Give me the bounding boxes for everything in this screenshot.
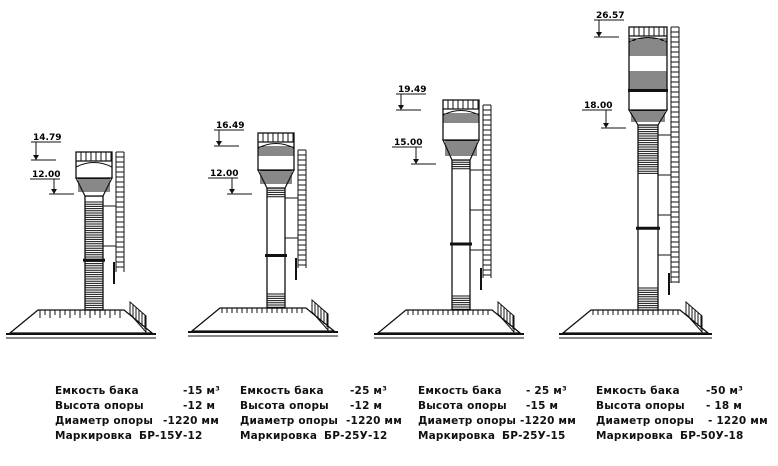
spec-block-1: Емкость бака -15 м³ Высота опоры -12 м Диа… [55, 384, 220, 444]
water-tower-3: 19.49 15.00 [374, 85, 524, 339]
shaft-outline [451, 159, 471, 311]
marking-value: БР-15У-12 [139, 430, 203, 442]
shaft-ring [450, 242, 472, 246]
fence [129, 300, 147, 334]
elevation-arrow-icon [216, 141, 222, 146]
elevation-value: 14.79 [33, 133, 61, 143]
tank [442, 99, 480, 141]
mound-outline [190, 307, 336, 332]
shaft-ring [265, 254, 287, 257]
support-shaft [450, 159, 472, 311]
support-shaft [636, 124, 660, 311]
diameter-label: Диаметр опоры [55, 415, 154, 427]
support-shaft [265, 187, 287, 309]
ladder [103, 151, 125, 284]
diameter-value: -1220 мм [520, 415, 577, 427]
height-value: -12 м [350, 400, 383, 412]
diameter-value: -1220 мм [346, 415, 403, 427]
elevation-arrow-icon [603, 123, 609, 128]
capacity-label: Емкость бака [240, 385, 324, 397]
diameter-label: Диаметр опоры [596, 415, 695, 427]
capacity-value: - 25 м³ [526, 385, 567, 397]
foundation-mound [6, 300, 156, 339]
elevation-arrow-icon [398, 105, 404, 110]
elevation-arrow-icon [229, 189, 235, 194]
tank [628, 26, 668, 111]
capacity-value: -25 м³ [350, 385, 388, 397]
shaft-ring [83, 258, 105, 262]
elevation-value: 19.49 [398, 85, 426, 95]
marking-value: БР-50У-18 [680, 430, 744, 442]
elevation-value: 16.49 [216, 121, 244, 131]
height-value: -12 м [183, 400, 216, 412]
ladder [658, 26, 680, 295]
water-tower-4: 26.57 18.00 [559, 11, 712, 339]
ladder [470, 104, 492, 290]
spec-block-4: Емкость бака -50 м³ Высота опоры - 18 м Ди… [596, 384, 768, 444]
fence [311, 298, 329, 332]
elevation-mark-tank-bottom: 12.00 [208, 169, 252, 195]
marking-value: БР-25У-12 [324, 430, 388, 442]
elevation-mark-tank-bottom: 18.00 [582, 101, 626, 129]
elevation-value: 12.00 [210, 169, 238, 179]
spec-block-3: Емкость бака - 25 м³ Высота опоры -15 м Ди… [418, 384, 576, 444]
elevation-arrow-icon [596, 32, 602, 37]
elevation-arrow-icon [51, 189, 57, 194]
marking-label: Маркировка [55, 430, 133, 442]
water-tower-1: 14.79 12.00 [6, 133, 156, 339]
capacity-value: -15 м³ [183, 385, 221, 397]
elevation-mark-top: 19.49 [396, 85, 426, 111]
support-shaft [83, 195, 105, 311]
elevation-mark-top: 26.57 [594, 11, 624, 38]
capacity-label: Емкость бака [596, 385, 680, 397]
mound-outline [8, 309, 154, 334]
elevation-value: 18.00 [584, 101, 612, 111]
mound-outline [376, 309, 522, 334]
tank-roof [75, 162, 113, 168]
marking-label: Маркировка [596, 430, 674, 442]
shaft-outline [266, 187, 286, 309]
tank [75, 151, 113, 179]
marking-label: Маркировка [240, 430, 318, 442]
elevation-mark-top: 16.49 [214, 121, 244, 147]
marking-value: БР-25У-15 [502, 430, 566, 442]
fence [497, 300, 515, 334]
capacity-label: Емкость бака [55, 385, 139, 397]
foundation-mound [559, 300, 712, 339]
height-value: - 18 м [706, 400, 743, 412]
water-tower-2: 16.49 12.00 [188, 121, 338, 337]
marking-label: Маркировка [418, 430, 496, 442]
elevation-arrow-icon [413, 159, 419, 164]
elevation-arrow-icon [33, 155, 39, 160]
capacity-label: Емкость бака [418, 385, 502, 397]
elevation-value: 12.00 [32, 170, 60, 180]
ladder [285, 149, 307, 280]
height-label: Высота опоры [596, 400, 685, 412]
diameter-label: Диаметр опоры [240, 415, 339, 427]
height-value: -15 м [526, 400, 559, 412]
foundation-mound [188, 298, 338, 337]
tank [257, 132, 295, 171]
shaft-ring [636, 226, 660, 230]
fence [685, 300, 703, 334]
elevation-value: 26.57 [596, 11, 624, 21]
diameter-label: Диаметр опоры [418, 415, 517, 427]
spec-block-2: Емкость бака -25 м³ Высота опоры -12 м Диа… [240, 384, 402, 444]
diameter-value: - 1220 мм [708, 415, 768, 427]
height-label: Высота опоры [55, 400, 144, 412]
elevation-mark-tank-bottom: 12.00 [30, 170, 74, 195]
height-label: Высота опоры [240, 400, 329, 412]
elevation-mark-tank-bottom: 15.00 [392, 138, 436, 165]
diameter-value: -1220 мм [163, 415, 220, 427]
elevation-mark-top: 14.79 [31, 133, 61, 161]
capacity-value: -50 м³ [706, 385, 744, 397]
elevation-value: 15.00 [394, 138, 422, 148]
height-label: Высота опоры [418, 400, 507, 412]
foundation-mound [374, 300, 524, 339]
shaft-outline [637, 124, 659, 311]
tank-band [628, 89, 668, 92]
